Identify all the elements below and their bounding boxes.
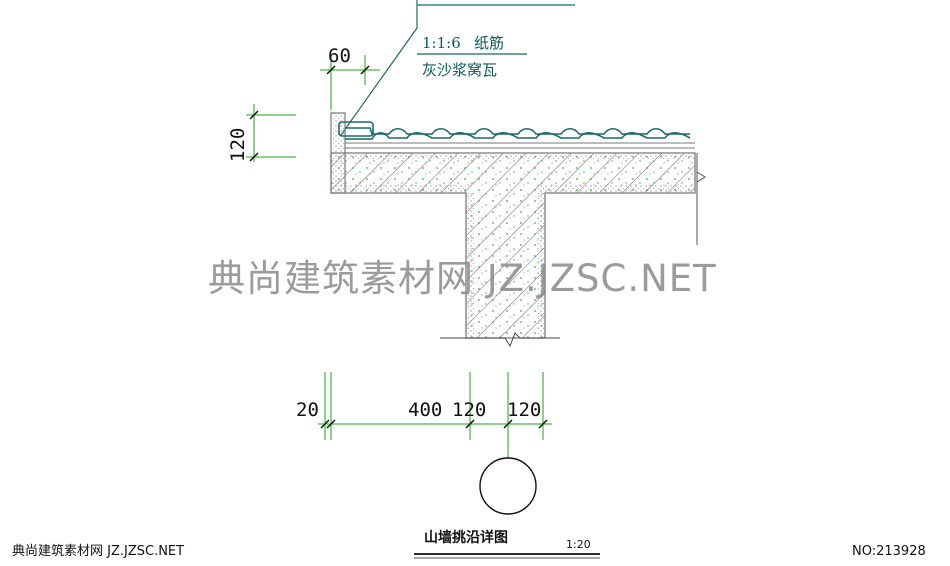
footer-site: 典尚建筑素材网 JZ.JZSC.NET [12, 543, 184, 559]
axis-bubble [479, 457, 537, 515]
note-line2: 灰沙浆窝瓦 [422, 61, 497, 79]
note-line1: 1:1:6 [422, 34, 461, 52]
drawing-scale: 1:20 [566, 538, 591, 551]
dimension-left-label: 120 [227, 128, 249, 162]
drawing-title: 山墙挑沿详图 [424, 529, 508, 546]
dimension-bottom-120a: 120 [452, 399, 486, 421]
footer-number: NO:213928 [852, 544, 926, 559]
watermark: 典尚建筑素材网 JZ.JZSC.NET [208, 257, 717, 300]
note-line1-material: 纸筋 [474, 34, 504, 52]
dimension-bottom-120b: 120 [507, 399, 541, 421]
dimension-bottom-20: 20 [296, 399, 319, 421]
concrete-section [330, 112, 706, 348]
dimension-bottom [318, 372, 552, 458]
title-underline [414, 553, 600, 559]
dimension-top-label: 60 [328, 45, 351, 67]
dimension-bottom-400: 400 [408, 399, 442, 421]
dimension-left [246, 104, 296, 162]
note-leader [340, 0, 575, 136]
roof-tiles [338, 121, 695, 149]
